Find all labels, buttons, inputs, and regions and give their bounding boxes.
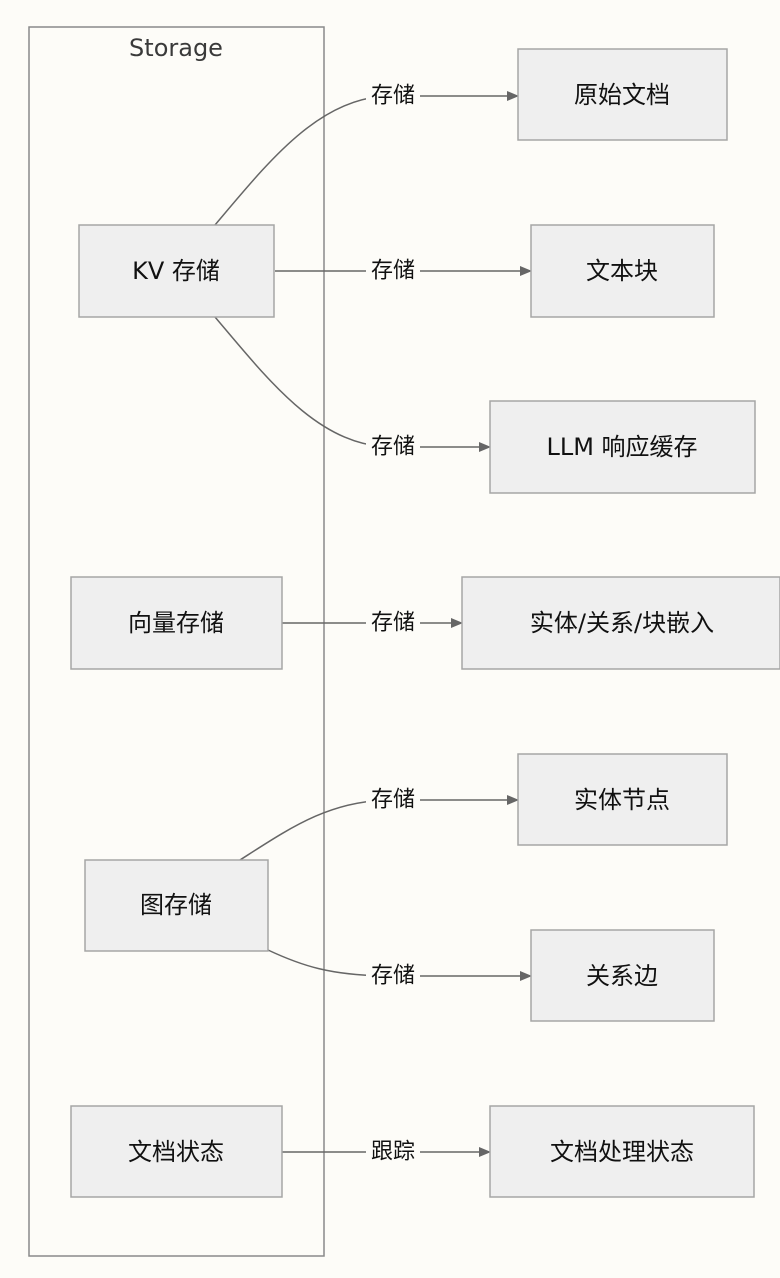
node-entity-nodes-label: 实体节点 <box>574 786 670 814</box>
node-graph-storage: 图存储 <box>84 859 269 952</box>
edge-kv-to-llm-cache <box>214 316 491 452</box>
edge-label-vector-embed: 存储 <box>371 611 415 636</box>
node-kv-storage-label: KV 存储 <box>132 257 220 285</box>
node-vector-storage: 向量存储 <box>70 576 283 670</box>
edge-kv-to-raw-docs <box>214 91 519 226</box>
storage-cluster-title: Storage <box>129 34 223 62</box>
node-embeddings-label: 实体/关系/块嵌入 <box>530 609 714 637</box>
edge-label-kv-raw: 存储 <box>371 84 415 109</box>
edge-label-kv-chunks: 存储 <box>371 259 415 284</box>
node-text-chunks-label: 文本块 <box>586 257 658 285</box>
node-text-chunks: 文本块 <box>530 224 715 318</box>
edge-labels: 存储 存储 存储 存储 存储 存储 跟踪 <box>366 82 420 1166</box>
edge-label-status-track: 跟踪 <box>371 1140 415 1165</box>
node-relation-edges: 关系边 <box>530 929 715 1022</box>
node-kv-storage: KV 存储 <box>78 224 275 318</box>
edge-label-graph-entities: 存储 <box>371 788 415 813</box>
node-doc-processing-status: 文档处理状态 <box>489 1105 755 1198</box>
node-vector-storage-label: 向量存储 <box>128 609 224 637</box>
storage-cluster-frame <box>28 26 325 1257</box>
edge-label-kv-cache: 存储 <box>371 435 415 460</box>
node-doc-processing-status-label: 文档处理状态 <box>550 1138 694 1166</box>
storage-nodes: KV 存储 向量存储 图存储 文档状态 <box>70 224 283 1198</box>
node-raw-docs: 原始文档 <box>517 48 728 141</box>
node-graph-storage-label: 图存储 <box>140 891 212 919</box>
edge-label-graph-relations: 存储 <box>371 964 415 989</box>
node-llm-cache-label: LLM 响应缓存 <box>546 433 697 461</box>
node-entity-nodes: 实体节点 <box>517 753 728 846</box>
node-doc-status-label: 文档状态 <box>128 1138 224 1166</box>
node-raw-docs-label: 原始文档 <box>574 81 670 109</box>
node-embeddings: 实体/关系/块嵌入 <box>461 576 780 670</box>
target-nodes: 原始文档 文本块 LLM 响应缓存 实体/关系/块嵌入 实体节点 关系边 文档处… <box>461 48 780 1198</box>
node-doc-status: 文档状态 <box>70 1105 283 1198</box>
node-relation-edges-label: 关系边 <box>586 962 658 990</box>
node-llm-cache: LLM 响应缓存 <box>489 400 756 494</box>
storage-cluster: Storage <box>28 26 325 1257</box>
